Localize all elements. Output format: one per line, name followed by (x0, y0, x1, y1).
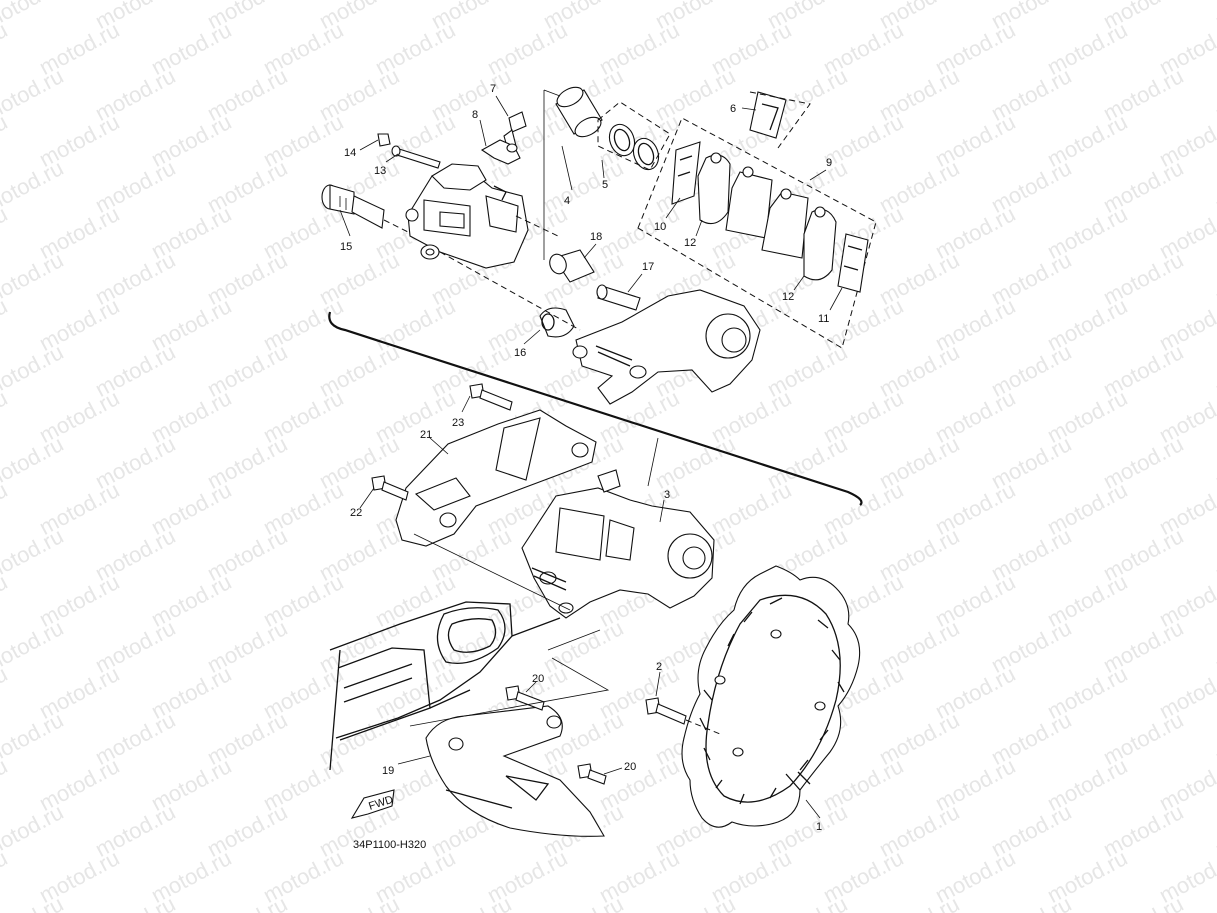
callout-1: 1 (816, 821, 822, 833)
brake-pad-left-backing (725, 166, 773, 239)
cover-bolt-upper (505, 685, 545, 711)
brake-pad-right (803, 206, 837, 281)
alignment-line-1 (439, 251, 581, 331)
divider-leader (647, 437, 659, 487)
brake-pad-right-backing (761, 188, 809, 259)
callout-2: 2 (656, 661, 662, 673)
callouts: 1 2 3 4 5 6 7 8 9 10 11 12 12 13 14 15 1 (339, 83, 843, 833)
caliper-bracket-upper (572, 289, 761, 405)
alignment-line-5 (413, 533, 571, 611)
callout-7: 7 (490, 83, 496, 95)
bracket-boot (539, 307, 575, 338)
alignment-line-3 (383, 219, 409, 233)
bracket-pin (596, 284, 641, 311)
callout-12a: 12 (684, 237, 696, 249)
callout-18: 18 (590, 231, 602, 243)
pad-shim-left (671, 141, 701, 205)
seal-kit-box (597, 101, 671, 171)
fwd-arrow-icon: FWD (350, 789, 395, 819)
callout-9: 9 (826, 157, 832, 169)
alignment-line-8 (685, 719, 721, 735)
callout-21: 21 (420, 429, 432, 441)
alignment-line-2 (515, 215, 559, 237)
slide-bolt (321, 184, 385, 229)
callout-14: 14 (344, 147, 356, 159)
bleed-cap (480, 139, 521, 165)
callout-15: 15 (340, 241, 352, 253)
callout-20a: 20 (532, 673, 544, 685)
callout-22: 22 (350, 507, 362, 519)
piston (555, 86, 603, 138)
pad-clip (749, 91, 811, 149)
callout-10: 10 (654, 221, 666, 233)
caliper-body-upper (405, 163, 529, 269)
callout-5: 5 (602, 179, 608, 191)
callout-12b: 12 (782, 291, 794, 303)
brake-disc (681, 565, 861, 828)
swingarm (329, 601, 561, 771)
callout-16: 16 (514, 347, 526, 359)
diagram-code: 34P1100-H320 (353, 839, 426, 851)
callout-6: 6 (730, 103, 736, 115)
assembly-divider-line (328, 311, 863, 506)
alignment-line-6 (547, 629, 601, 651)
brake-pad-left (697, 152, 731, 225)
pad-shim-right (837, 233, 869, 293)
cover-bolt-lower (577, 763, 607, 785)
callout-11: 11 (818, 313, 829, 325)
callout-13: 13 (374, 165, 386, 177)
callout-17: 17 (642, 261, 654, 273)
callout-20b: 20 (624, 761, 636, 773)
alignment-line-7 (409, 657, 610, 727)
callout-4: 4 (564, 195, 570, 207)
alignment-line-4 (543, 89, 561, 260)
callout-3: 3 (664, 489, 670, 501)
callout-23: 23 (452, 417, 464, 429)
guard-bolt-lower (371, 475, 409, 501)
caliper-assembly (521, 469, 715, 619)
guard-bolt-upper (469, 383, 513, 411)
pin-plug (377, 133, 391, 147)
callout-8: 8 (472, 109, 478, 121)
piston-seals (608, 123, 660, 171)
pad-pin (391, 145, 441, 169)
disc-cover (425, 705, 605, 837)
callout-19: 19 (382, 765, 394, 777)
disc-bolt (645, 697, 687, 725)
guard-bracket (395, 409, 597, 547)
